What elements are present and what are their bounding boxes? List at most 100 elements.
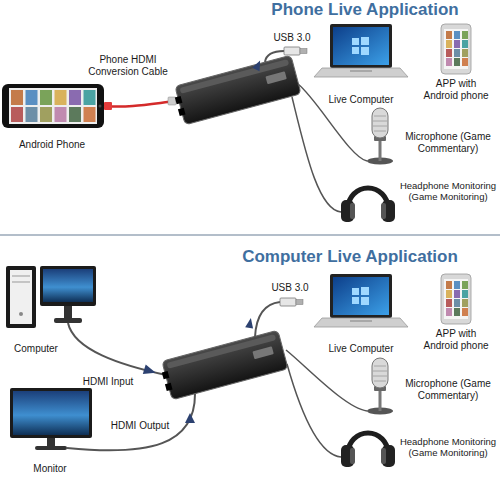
- capture-card: [172, 55, 301, 125]
- capture-card: [265, 71, 286, 84]
- desktop-computer-illustration: [10, 270, 32, 324]
- headphone-illustration: [341, 433, 395, 467]
- app-phone-illustration: [446, 49, 452, 57]
- device-node: Microphone (Game Commentary): [396, 378, 500, 404]
- desktop-computer-illustration: [12, 276, 30, 277]
- usb-cable: [265, 47, 307, 62]
- monitor-illustration: [47, 438, 55, 446]
- device-caption: APP with Android phone: [418, 328, 494, 352]
- app-phone-illustration: [454, 31, 460, 39]
- android-phone-illustration: [11, 90, 23, 105]
- headphone-illustration: [381, 203, 386, 219]
- microphone-illustration: [367, 108, 393, 165]
- section-title: Phone Live Application: [215, 0, 500, 20]
- microphone-illustration: [373, 126, 387, 127]
- app-phone-illustration: [441, 24, 471, 74]
- hdmi-input-cable: [68, 323, 166, 375]
- device-node: APP with Android phone: [418, 78, 494, 104]
- capture-card: [180, 59, 290, 94]
- microphone-cable: [286, 350, 367, 411]
- app-phone-illustration: [446, 40, 452, 48]
- android-phone-illustration: [40, 107, 52, 122]
- android-phone-illustration: [40, 90, 52, 105]
- device-caption: Live Computer: [328, 94, 393, 106]
- flow-arrow: [245, 317, 255, 328]
- usb-cable: [300, 49, 307, 54]
- desktop-computer-illustration: [64, 306, 72, 318]
- microphone-illustration: [373, 121, 387, 122]
- section-band: Computer Live ApplicationComputerMonitor…: [0, 237, 500, 500]
- android-phone-illustration: [9, 88, 97, 124]
- android-phone-illustration: [26, 90, 38, 105]
- usb-cable: [296, 300, 303, 305]
- section-divider: [0, 234, 500, 236]
- desktop-computer-illustration: [6, 266, 36, 328]
- monitor-illustration: [35, 446, 67, 450]
- capture-card: [178, 108, 186, 116]
- microphone-illustration: [374, 131, 386, 132]
- usb-cable: [255, 302, 280, 337]
- cable-label: USB 3.0: [273, 32, 310, 44]
- device-caption: Computer: [14, 343, 58, 355]
- usb-cable: [284, 47, 300, 55]
- headphone-illustration: [341, 200, 354, 222]
- hdmi-conversion-cable: [104, 102, 112, 110]
- android-phone-illustration: [69, 90, 81, 105]
- device-node: APP with Android phone: [418, 328, 494, 354]
- desktop-computer-illustration: [19, 312, 23, 316]
- laptop-illustration: [330, 24, 392, 68]
- device-node: Headphone Monitoring (Game Monitoring): [396, 436, 500, 461]
- app-phone-illustration: [454, 40, 460, 48]
- android-phone-illustration: [69, 107, 81, 122]
- laptop-illustration: [352, 38, 359, 45]
- android-phone-illustration: [2, 84, 104, 128]
- monitor-illustration: [10, 388, 92, 438]
- desktop-computer-illustration: [12, 282, 30, 283]
- microphone-illustration: [379, 140, 382, 161]
- device-caption: Headphone Monitoring (Game Monitoring): [396, 180, 500, 203]
- cable-label: HDMI Input: [83, 376, 134, 388]
- hdmi-conversion-cable: [104, 97, 176, 110]
- app-phone-illustration: [462, 40, 468, 48]
- hdmi-output-cable: [67, 394, 195, 450]
- laptop-illustration: [314, 68, 408, 77]
- device-node: Computer: [12, 338, 60, 352]
- laptop-illustration: [352, 47, 359, 54]
- desktop-computer-illustration: [6, 266, 96, 328]
- laptop-illustration: [350, 70, 372, 72]
- capture-card: [175, 55, 301, 125]
- cable-label: Phone HDMI Conversion Cable: [82, 54, 174, 78]
- section-title: Computer Live Application: [200, 247, 500, 267]
- device-node: Monitor: [31, 458, 69, 472]
- device-node: Live Computer: [326, 89, 396, 103]
- android-phone-illustration: [55, 107, 67, 122]
- laptop-illustration: [333, 27, 389, 65]
- usb-cable: [255, 298, 303, 337]
- headphone-illustration: [341, 188, 395, 222]
- monitor-illustration: [10, 388, 92, 450]
- android-phone-illustration: [11, 107, 23, 122]
- device-caption: APP with Android phone: [418, 78, 494, 102]
- desktop-computer-illustration: [43, 269, 93, 302]
- headphone-illustration: [350, 203, 355, 219]
- desktop-computer-illustration: [40, 266, 96, 306]
- app-phone-illustration: [454, 58, 460, 66]
- flow-arrow: [143, 364, 157, 377]
- usb-cable: [280, 298, 296, 306]
- usb-cable: [265, 51, 284, 62]
- device-node: Microphone (Game Commentary): [396, 131, 500, 157]
- app-phone-illustration: [462, 49, 468, 57]
- headphone-cable: [287, 364, 341, 457]
- flow-arrow: [252, 59, 263, 71]
- microphone-illustration: [374, 116, 386, 117]
- device-node: Headphone Monitoring (Game Monitoring): [396, 180, 500, 205]
- headphone-illustration: [382, 200, 395, 222]
- cable-label: USB 3.0: [271, 282, 308, 294]
- laptop-illustration: [314, 274, 408, 327]
- app-phone-illustration: [444, 29, 468, 69]
- device-node: Android Phone: [17, 134, 88, 148]
- capture-card: [159, 330, 288, 400]
- android-phone-illustration: [99, 105, 102, 108]
- microphone-illustration: [367, 358, 393, 415]
- desktop-computer-illustration: [54, 318, 82, 323]
